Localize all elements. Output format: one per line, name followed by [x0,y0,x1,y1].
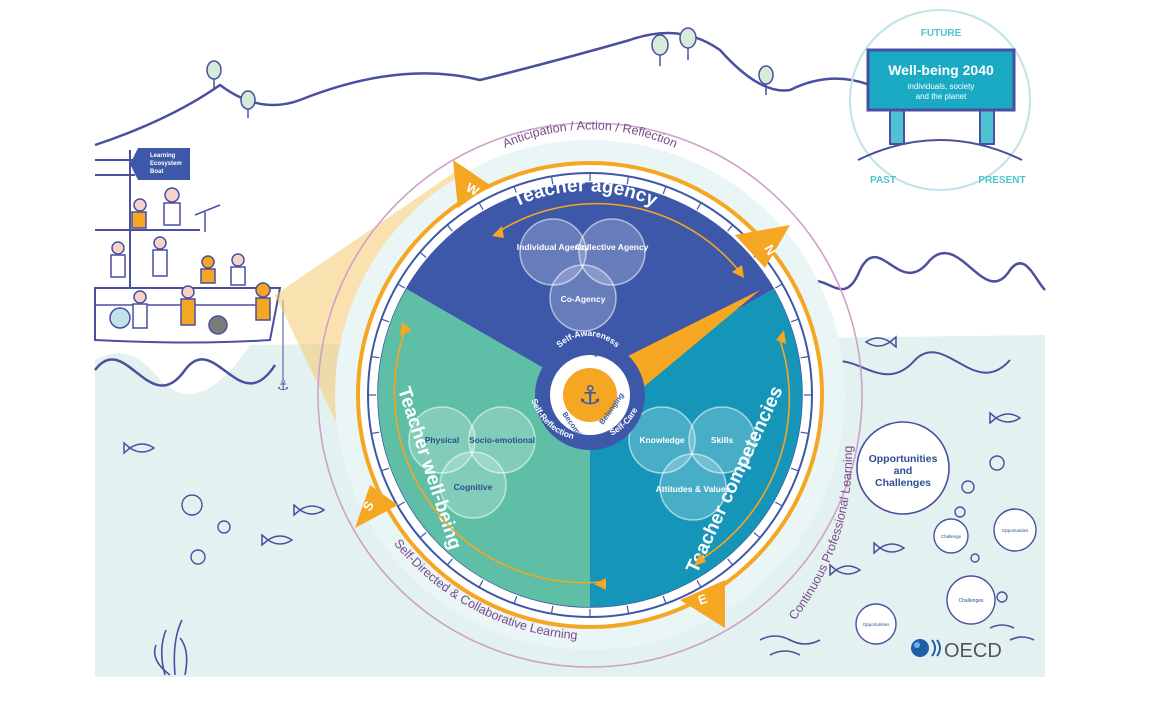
sector-wellbeing [377,289,590,607]
bezel-tick [727,224,734,232]
wave-line-left [94,358,277,387]
bezel-tick [800,355,809,359]
bezel-tick [696,202,702,210]
bubble-main-line2: and [894,465,913,477]
small-bubble-label-2: Opportunities [1002,528,1030,533]
small-bubble-label-4: Opportunities [863,622,891,627]
physical-label: Physical [425,435,460,445]
bezel-tick [550,176,554,185]
mountain-line [94,31,871,147]
cycle-arrows [393,202,791,584]
future-label: FUTURE [921,28,962,39]
outer-ring [317,122,863,668]
bubble-main-line3: Challenges [875,477,931,489]
bezel-tick [513,186,518,195]
oecd-logo: OECD [911,639,1002,662]
bezel-tick [775,501,783,507]
direction-markers [355,160,790,628]
bezel-tick [513,595,518,604]
knowledge-label: Knowledge [639,435,685,445]
sign-subtitle-1: individuals, society [908,82,975,91]
bezel-tick [478,580,484,588]
bezel-tick [626,605,630,614]
competencies-venn [628,406,756,521]
bezel-tick [397,283,405,289]
bezel-tick [446,224,453,232]
bezel-tick [790,467,799,472]
sign-title: Well-being 2040 [888,62,994,78]
bezel-tick [381,318,390,323]
fish-icon [123,335,1022,577]
small-bubble-label-3: Challenges [958,598,984,604]
co-agency-label: Co-Agency [561,294,606,304]
bezel-tick [550,605,554,614]
being-label: Being [576,347,601,358]
bezel-tick [397,501,405,507]
collective-agency-label: Collective Agency [576,242,649,252]
bezel-tick [800,431,809,435]
past-label: PAST [870,175,896,186]
bezel-tick [371,355,380,359]
learning-ecosystem-boat: Learning Ecosystem Boat ⚓ [94,148,290,393]
oecd-logo-text: OECD [944,640,1002,662]
wave-line-right [788,251,1046,301]
air-bubbles [181,455,1008,603]
small-anchor-icon: ⚓ [277,377,290,393]
water-ripples [759,624,1035,656]
agency-venn [519,218,646,332]
boat-flag-line3: Boat [150,169,163,175]
bezel-tick [662,595,667,604]
bezel-tick [790,318,799,323]
small-bubble-label-1: Challenge [941,534,962,539]
bezel-tick [753,532,761,539]
bezel-tick [775,283,783,289]
arrow-heads [400,226,786,590]
cognitive-label: Cognitive [454,482,493,492]
boat-flag-line1: Learning [150,153,176,159]
wellbeing-venn [408,406,536,519]
bezel-tick [626,176,630,185]
future-sign: Well-being 2040 individuals, society and… [849,9,1031,191]
opportunities-bubble: Opportunities and Challenges [856,421,950,515]
bezel-ticks [368,173,812,617]
center-disc [563,368,617,422]
sign-subtitle-2: and the planet [916,92,967,101]
bezel-tick [662,186,667,195]
seaweed-icon [153,619,188,676]
wave-line-right-low [819,351,1011,376]
bezel-tick [381,467,390,472]
bubble-main-line1: Opportunities [869,453,938,465]
bezel-tick [419,251,427,258]
bezel-tick [446,558,453,566]
attitudes-values-label: Attitudes & Values [656,484,731,494]
bezel-tick [696,580,702,588]
anchor-icon: ⚓ [578,380,601,410]
tree-icon [206,27,774,118]
bezel-tick [419,532,427,539]
present-label: PRESENT [978,175,1025,186]
bezel-tick [478,202,484,210]
bezel-tick [727,558,734,566]
small-bubbles [855,508,1037,645]
bezel-tick [371,431,380,435]
skills-label: Skills [711,435,733,445]
individual-agency-label: Individual Agency [517,242,590,252]
svg-text:Being: Being [576,347,601,358]
boat-flag-line2: Ecosystem [150,161,182,167]
socio-emotional-label: Socio-emotional [469,435,535,445]
